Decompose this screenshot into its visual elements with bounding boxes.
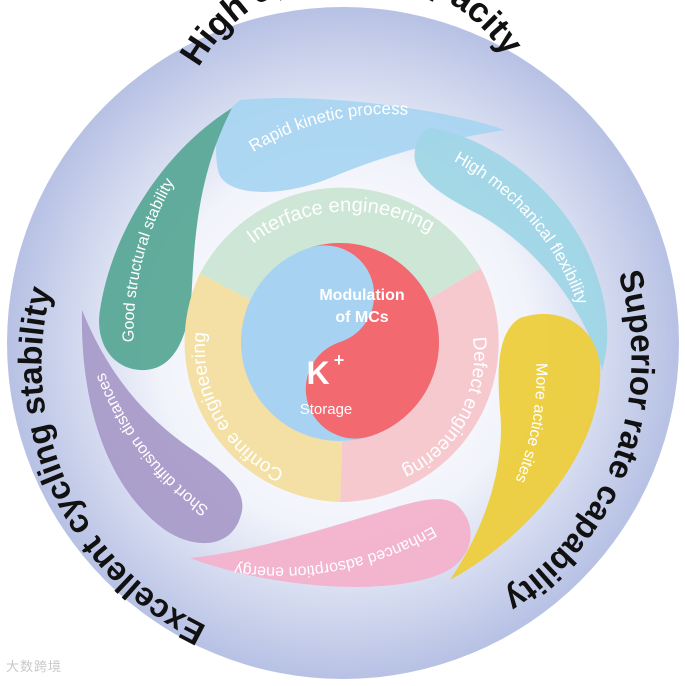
petal-active-sites <box>450 314 601 580</box>
center-modulation-line1: Modulation <box>319 287 404 304</box>
center-k-symbol: K <box>306 355 329 391</box>
ring-sector-defect <box>340 268 499 502</box>
petal-structural-stability <box>99 108 233 371</box>
petal-rapid-kinetic <box>216 98 506 192</box>
center-modulation-half <box>305 243 439 439</box>
center-modulation-line2: of MCs <box>335 309 388 326</box>
petal-adsorption-energy <box>190 499 471 587</box>
ring-sector-confine <box>184 273 342 502</box>
center-k-superscript: + <box>334 350 345 370</box>
petal-diffusion-distances <box>81 310 243 544</box>
center-storage: Storage <box>300 401 353 418</box>
petal-mechanical-flexibility <box>414 128 608 370</box>
watermark: 大数跨境 <box>6 660 63 675</box>
